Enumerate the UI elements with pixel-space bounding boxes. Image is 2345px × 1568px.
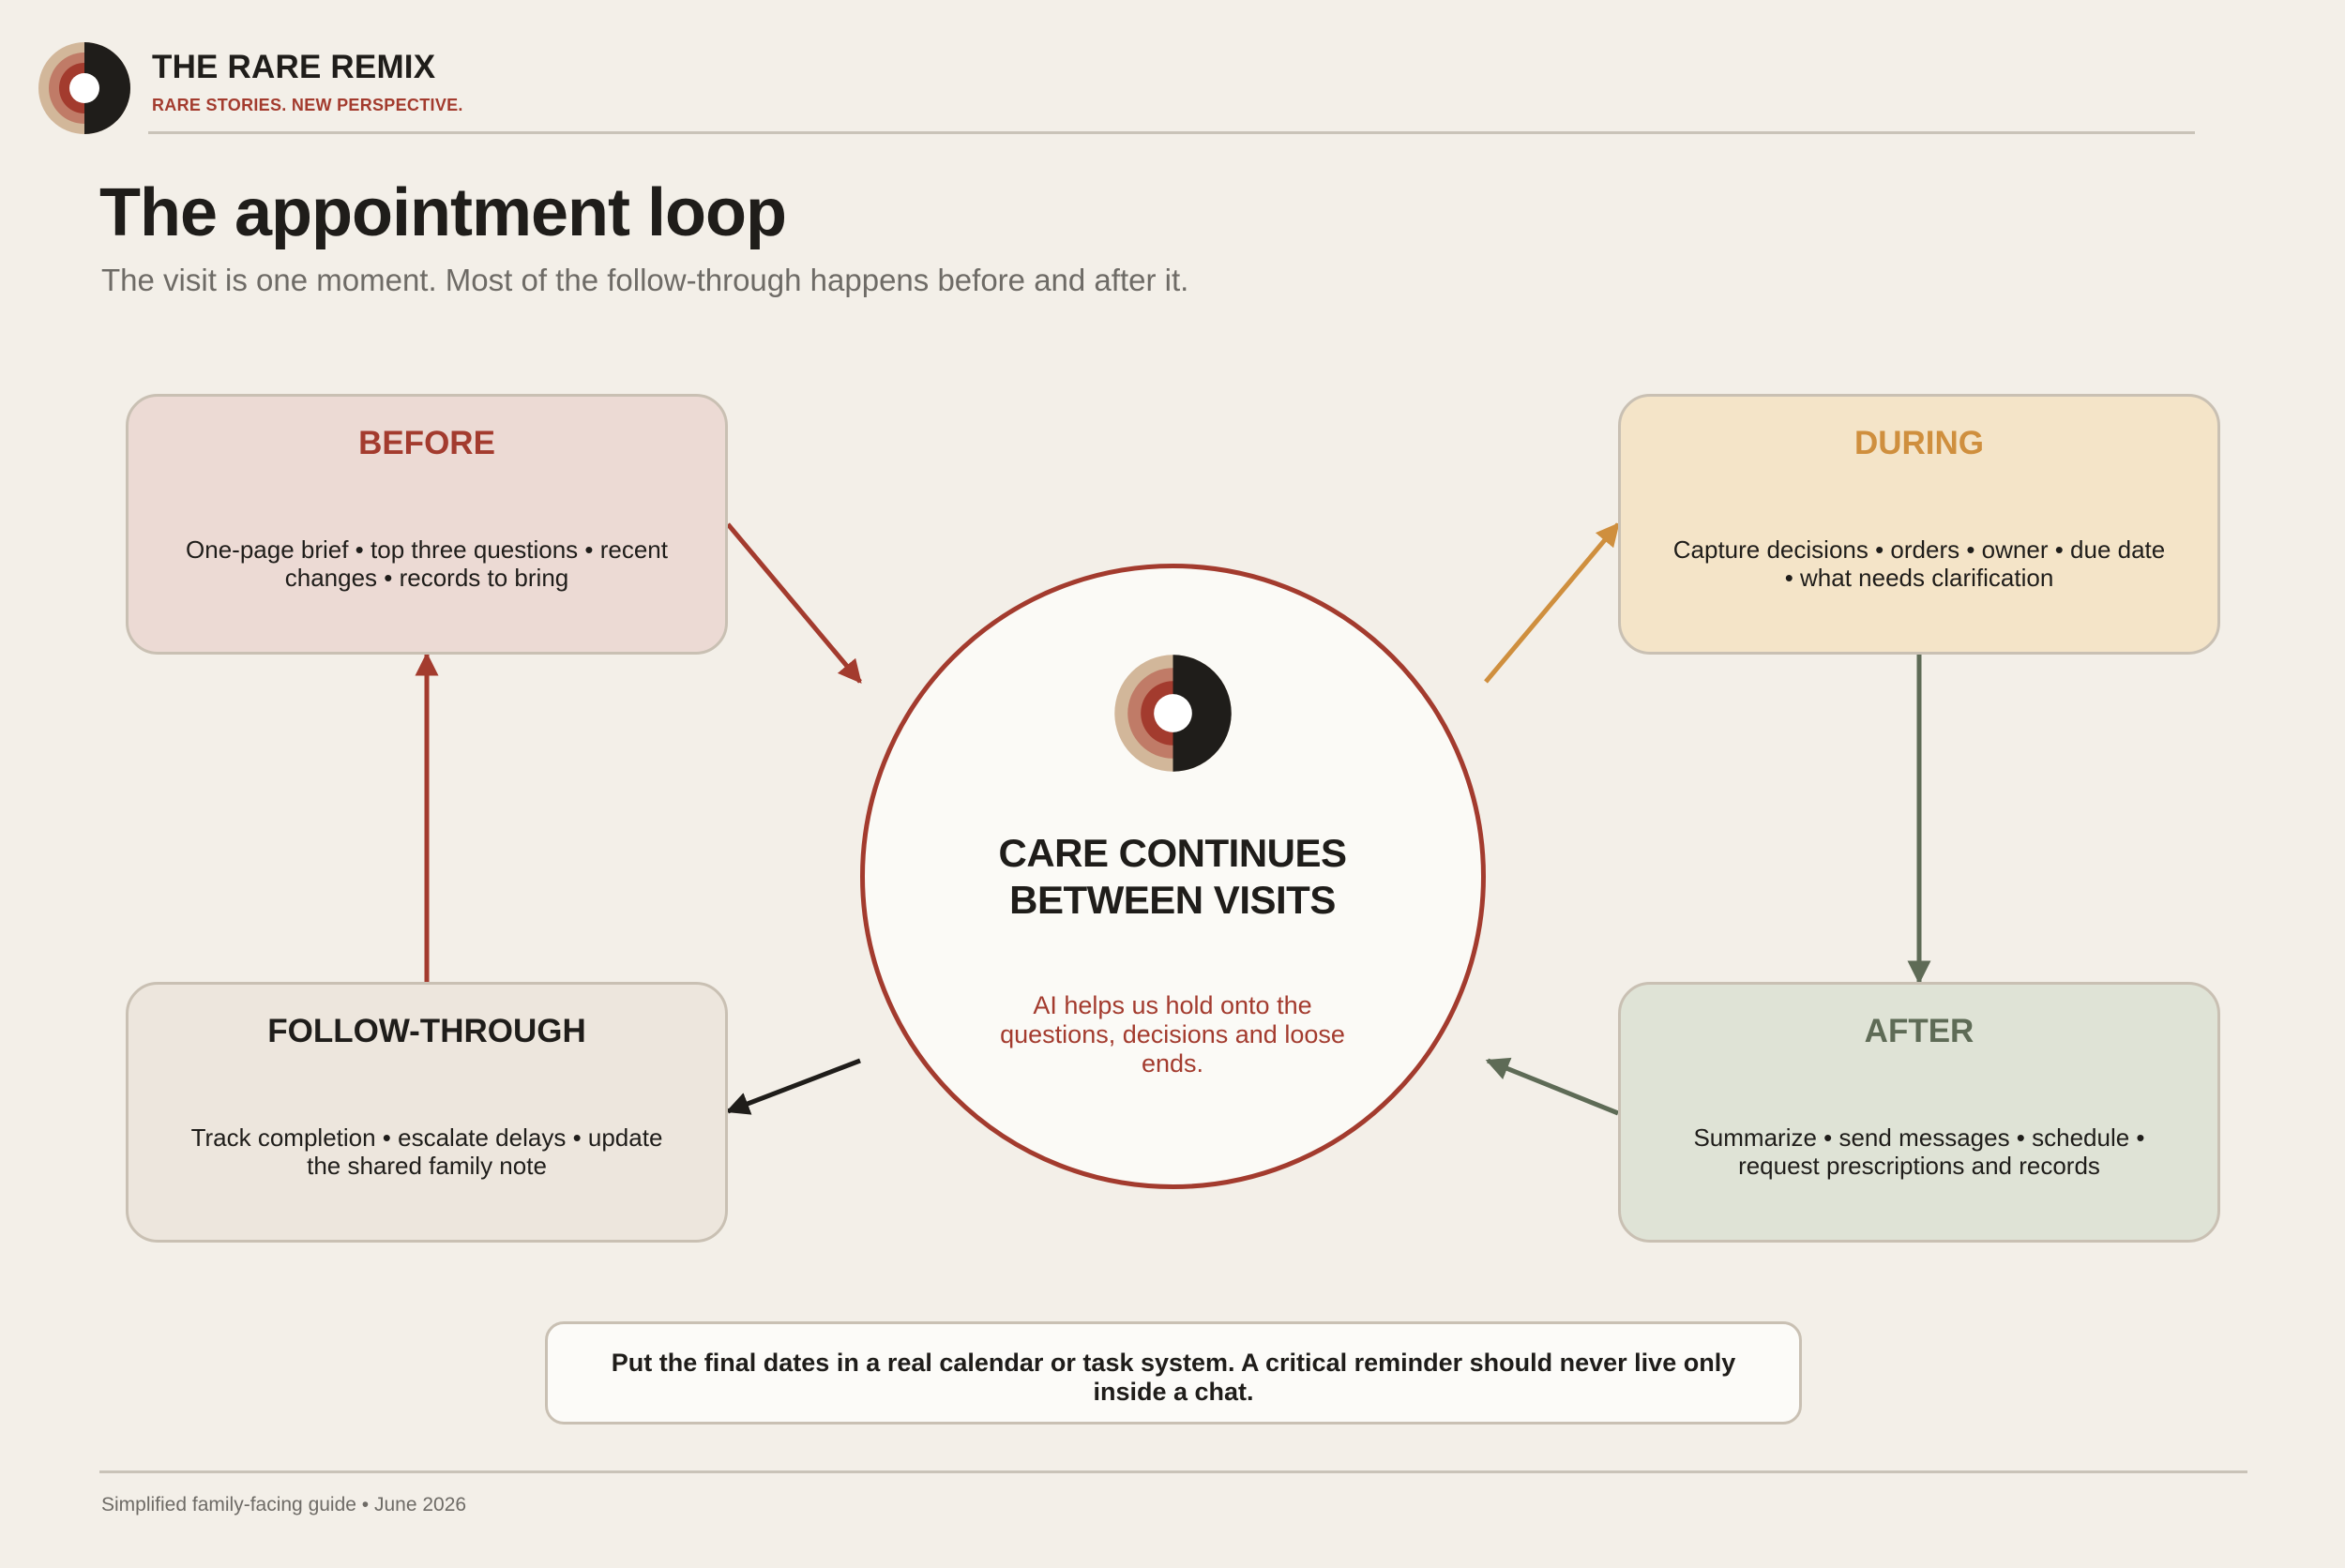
stage-before-title: BEFORE: [358, 425, 495, 461]
arrow-after-to-center: [1485, 1057, 1619, 1116]
stage-during-card: DURING Capture decisions • orders • owne…: [1618, 394, 2220, 655]
center-note: AI helps us hold onto the questions, dec…: [1000, 991, 1345, 1078]
stage-before-description: One-page brief • top three questions • r…: [186, 535, 668, 592]
brand-tagline: RARE STORIES. NEW PERSPECTIVE.: [152, 96, 463, 114]
center-logo-icon: [1114, 655, 1232, 772]
arrow-center-to-during: [1484, 522, 1620, 684]
header-divider: [148, 131, 2195, 134]
brand-name: THE RARE REMIX: [152, 49, 436, 85]
stage-during-description: Capture decisions • orders • owner • due…: [1672, 535, 2166, 592]
stage-follow-through-description: Track completion • escalate delays • upd…: [190, 1123, 663, 1180]
footer-divider: [99, 1470, 2247, 1473]
center-title: CARE CONTINUES BETWEEN VISITS: [998, 831, 1347, 922]
reminder-callout-text: Put the final dates in a real calendar o…: [611, 1349, 1736, 1406]
stage-after-title: AFTER: [1864, 1013, 1974, 1049]
stage-after-card: AFTER Summarize • send messages • schedu…: [1618, 982, 2220, 1243]
footer-text: Simplified family-facing guide • June 20…: [101, 1494, 467, 1515]
stage-before-card: BEFORE One-page brief • top three questi…: [126, 394, 728, 655]
stage-follow-through-title: FOLLOW-THROUGH: [267, 1013, 586, 1049]
stage-after-description: Summarize • send messages • schedule • r…: [1693, 1123, 2145, 1180]
reminder-callout: Put the final dates in a real calendar o…: [545, 1321, 1802, 1425]
stage-follow-through-card: FOLLOW-THROUGH Track completion • escala…: [126, 982, 728, 1243]
stage-during-title: DURING: [1853, 425, 1985, 461]
arrow-before-to-center: [726, 522, 862, 684]
arrow-center-to-follow: [725, 1058, 861, 1115]
page-subtitle: The visit is one moment. Most of the fol…: [101, 263, 1189, 297]
brand-logo-icon: [38, 42, 130, 134]
page-title: The appointment loop: [99, 175, 787, 250]
